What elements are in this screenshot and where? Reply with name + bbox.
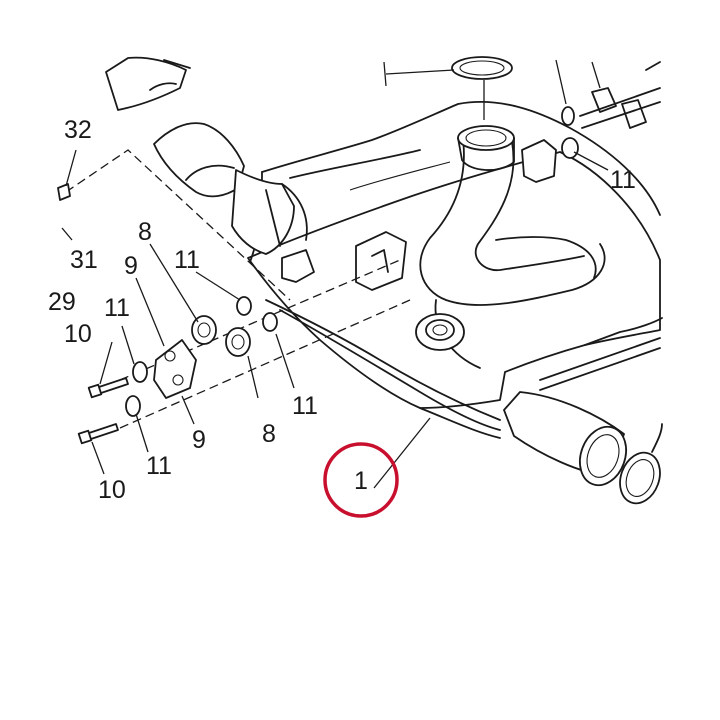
label-part-8-top: 8 [138,218,152,246]
label-part-11-c: 11 [292,392,318,420]
label-part-9-top: 9 [124,252,138,280]
label-part-10-bottom: 10 [98,476,126,504]
right-mount-hardware [383,56,661,171]
label-part-10-top: 10 [64,320,92,348]
label-part-32: 32 [64,116,92,144]
left-fastener-stack [57,149,411,475]
label-part-31: 31 [70,246,98,274]
label-part-11-b: 11 [104,294,130,322]
highlighted-part-1[interactable]: 1 [323,442,399,518]
label-part-1: 1 [354,467,368,495]
label-part-8-bottom: 8 [262,420,276,448]
highlight-circle [323,442,399,518]
label-part-11-a: 11 [174,246,200,274]
label-part-11-right: 11 [610,166,636,194]
label-part-9-bottom: 9 [192,426,206,454]
part-1-leader [373,417,431,489]
muffler-assembly [105,56,663,505]
part-number-labels: 32 31 29 8 9 11 11 10 8 9 11 11 10 11 [48,116,636,504]
label-part-11-d: 11 [146,452,172,480]
label-part-29: 29 [48,288,76,316]
